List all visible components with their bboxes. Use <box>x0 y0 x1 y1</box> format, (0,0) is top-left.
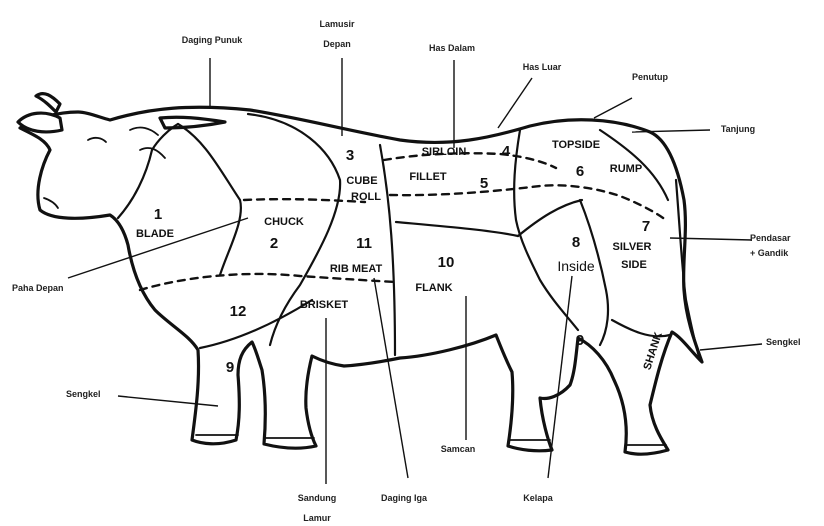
callout-pendasar-line1: Pendasar <box>750 233 791 243</box>
cut-name-brisket: BRISKET <box>300 299 349 311</box>
cut-number-fillet: 5 <box>480 175 488 192</box>
callout-has-dalam: Has Dalam <box>429 43 475 53</box>
cut-name-cube-roll-1: CUBE <box>346 175 377 187</box>
callout-penutup: Penutup <box>632 72 668 82</box>
horn-left <box>36 94 60 112</box>
callout-kelapa: Kelapa <box>523 493 554 503</box>
cut-number-sirloin: 4 <box>502 143 511 160</box>
callout-sandung-lamur-line2: Lamur <box>303 513 331 523</box>
cut-name-sirloin: SIRLOIN <box>422 146 467 158</box>
callout-lamusir-depan-line1: Lamusir <box>319 19 355 29</box>
cut-number-rump: 6 <box>576 163 584 180</box>
cut-number-chuck: 2 <box>270 235 278 252</box>
callout-daging-punuk: Daging Punuk <box>182 35 243 45</box>
cut-name-rump: RUMP <box>610 163 642 175</box>
cut-name-inside: Inside <box>557 258 595 274</box>
callout-sandung-lamur-line1: Sandung <box>298 493 337 503</box>
cut-name-topside: TOPSIDE <box>552 139 600 151</box>
cut-name-silverside-1: SILVER <box>613 241 652 253</box>
cut-number-rib-meat: 11 <box>356 235 372 252</box>
cut-number-inside: 8 <box>572 234 580 251</box>
cut-name-silverside-2: SIDE <box>621 259 647 271</box>
callout-pendasar-line2: + Gandik <box>750 248 789 258</box>
cut-number-silverside: 7 <box>642 218 650 235</box>
callout-daging-iga: Daging Iga <box>381 493 428 503</box>
callout-samcan: Samcan <box>441 444 476 454</box>
cut-name-flank: FLANK <box>415 282 452 294</box>
cut-name-blade: BLADE <box>136 228 174 240</box>
cut-number-flank: 10 <box>438 254 455 271</box>
cut-number-cube-roll: 3 <box>346 147 354 164</box>
cut-name-chuck: CHUCK <box>264 216 304 228</box>
leader-has-luar <box>498 78 532 128</box>
callout-sengkel-left: Sengkel <box>66 389 101 399</box>
cut-number-brisket: 12 <box>230 303 247 320</box>
cut-name-fillet: FILLET <box>409 171 447 183</box>
callout-paha-depan: Paha Depan <box>12 283 64 293</box>
cut-name-rib-meat: RIB MEAT <box>330 263 383 275</box>
cut-number-shin-front: 9 <box>226 359 234 376</box>
leader-penutup <box>594 98 632 118</box>
callout-has-luar: Has Luar <box>523 62 562 72</box>
callout-sengkel-right: Sengkel <box>766 337 801 347</box>
callout-lamusir-depan-line2: Depan <box>323 39 351 49</box>
cut-number-shin-back: 9 <box>576 332 584 349</box>
callout-tanjung: Tanjung <box>721 124 755 134</box>
leader-sengkel-right <box>700 344 762 350</box>
cut-number-blade: 1 <box>154 206 162 223</box>
cut-name-cube-roll-2: ROLL <box>351 191 381 203</box>
